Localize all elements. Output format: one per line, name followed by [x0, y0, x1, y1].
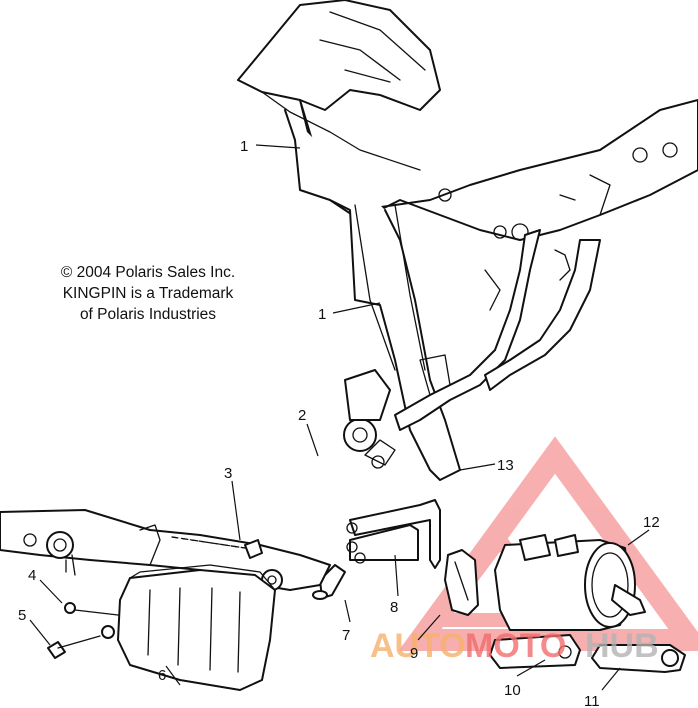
heat-shield [47, 564, 276, 691]
callout-12: 12 [643, 514, 660, 531]
leader-lines [29, 144, 650, 691]
watermark-text-moto: MOTO [465, 627, 566, 665]
watermark-text-hub: HUB [585, 627, 659, 665]
callout-labels: 1 1 2 3 4 5 6 7 8 9 10 11 12 13 [18, 138, 660, 708]
canister-assembly [444, 534, 686, 673]
callout-3: 3 [224, 465, 232, 482]
callout-2: 2 [298, 407, 306, 424]
callout-7: 7 [342, 627, 350, 644]
callout-1-upper: 1 [240, 138, 248, 155]
callout-5: 5 [18, 607, 26, 624]
callout-4: 4 [28, 567, 36, 584]
copyright-line-1: © 2004 Polaris Sales Inc. [60, 264, 236, 281]
watermark-text: AUTO MOTO HUB [370, 627, 659, 665]
callout-6: 6 [158, 667, 166, 684]
callout-1-lower: 1 [318, 306, 326, 323]
copyright-line-3: of Polaris Industries [79, 306, 217, 323]
callout-9: 9 [410, 645, 418, 662]
callout-11: 11 [584, 693, 600, 708]
callout-10: 10 [504, 682, 521, 699]
watermark-text-auto: AUTO [370, 627, 466, 665]
copyright-notice: © 2004 Polaris Sales Inc. KINGPIN is a T… [30, 262, 266, 325]
frame-assembly [237, 0, 698, 600]
callout-13: 13 [497, 457, 514, 474]
copyright-line-2: KINGPIN is a Trademark [62, 285, 234, 302]
callout-8: 8 [390, 599, 398, 616]
